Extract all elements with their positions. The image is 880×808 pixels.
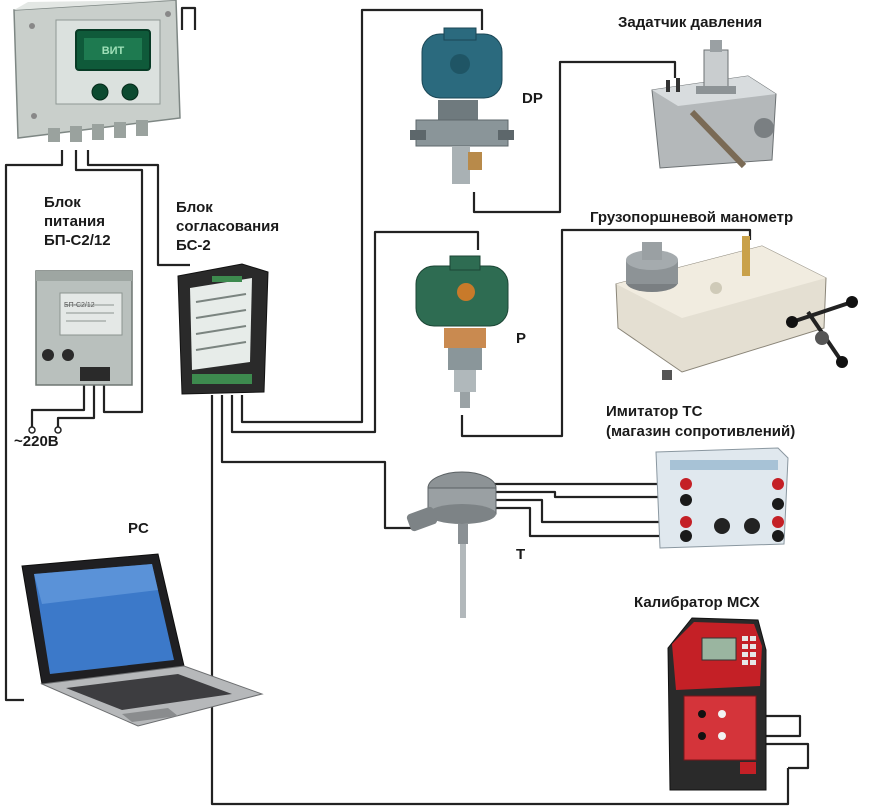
label-resistance-simulator-line-2: (магазин сопротивлений) — [606, 423, 796, 440]
label-resistance-simulator-line-1: Имитатор ТС — [606, 403, 703, 420]
dp-transmitter — [410, 27, 514, 184]
wire-bs2-to-t — [220, 395, 412, 530]
monitor-button-right — [121, 83, 139, 101]
wire-t-to-sim-4 — [488, 506, 682, 538]
mains-terminal-right — [54, 426, 62, 434]
label-mains: ~220В — [14, 433, 59, 450]
label-pc: PC — [128, 520, 149, 537]
calibrator-device — [667, 617, 767, 791]
label-t: T — [516, 546, 526, 563]
deadweight-tester-device — [615, 236, 858, 380]
label-power-unit-line-3: БП-С2/12 — [44, 232, 111, 249]
label-power-unit: Блок питания БП-С2/12 — [44, 193, 111, 250]
pressure-setter-device — [651, 40, 777, 169]
label-deadweight-tester: Грузопоршневой манометр — [590, 209, 794, 226]
power-unit-screen-text: БП-С2/12 — [64, 302, 95, 309]
label-calibrator: Калибратор МСХ — [634, 594, 760, 611]
wire-p-to-deadweight — [460, 228, 752, 438]
label-matching-unit-line-3: БС-2 — [176, 237, 211, 254]
resistance-simulator-device — [655, 447, 789, 549]
wire-power-mains-2 — [56, 385, 96, 428]
monitor-display-text: ВИТ — [102, 45, 125, 57]
wire-monitor-to-power — [74, 150, 144, 414]
label-pressure-setter: Задатчик давления — [618, 14, 763, 31]
monitor-button-left — [91, 83, 109, 101]
wire-t-to-sim-3 — [490, 498, 682, 524]
mains-terminal-left — [28, 426, 36, 434]
label-dp: DP — [522, 90, 543, 107]
wire-calibrator-loop-2 — [765, 742, 810, 770]
wire-dp-to-setter — [472, 60, 677, 214]
wire-power-mains-1 — [30, 385, 86, 428]
wire-calibrator-loop-1 — [765, 714, 802, 738]
p-transmitter — [415, 255, 509, 408]
label-matching-unit: Блок согласования БС-2 — [176, 198, 279, 255]
temperature-sensor — [406, 471, 497, 618]
wire-t-to-sim-2 — [492, 490, 682, 499]
label-power-unit-line-2: питания — [44, 213, 106, 230]
label-matching-unit-line-1: Блок — [176, 199, 213, 216]
laptop-pc — [21, 553, 264, 727]
wire-monitor-top — [180, 6, 197, 30]
wire-monitor-to-bs2 — [86, 150, 190, 267]
label-matching-unit-line-2: согласования — [176, 218, 280, 235]
label-p: P — [516, 330, 527, 347]
wire-bs2-to-calibrator — [210, 395, 790, 806]
wire-monitor-to-pc — [4, 150, 64, 702]
matching-unit-device — [177, 263, 269, 395]
power-unit-device — [35, 270, 133, 386]
wire-bs2-to-p — [230, 230, 480, 434]
label-resistance-simulator: Имитатор ТС (магазин сопротивлений) — [606, 402, 795, 442]
label-power-unit-line-1: Блок — [44, 194, 81, 211]
measurement-monitor: ВИТ — [13, 0, 181, 142]
wire-bs2-to-dp — [240, 8, 484, 424]
